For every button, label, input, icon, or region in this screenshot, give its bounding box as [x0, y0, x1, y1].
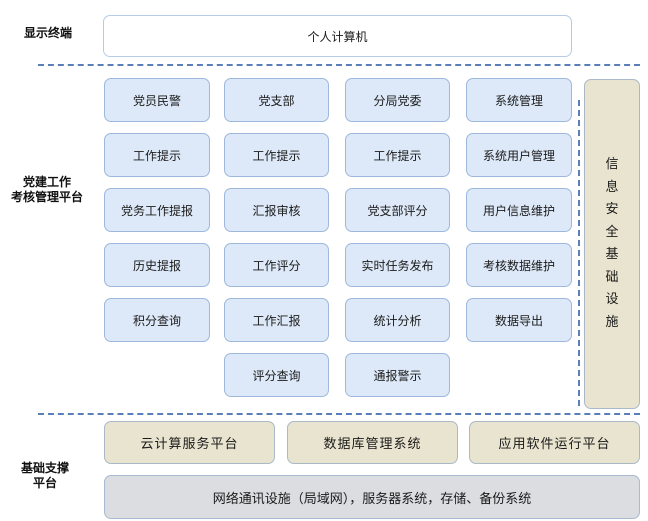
module-box: 数据导出 — [466, 298, 572, 342]
infrastructure-label: 网络通讯设施（局域网），服务器系统，存储、备份系统 — [212, 491, 532, 507]
module-label: 积分查询 — [132, 313, 181, 328]
module-box: 考核数据维护 — [466, 243, 572, 287]
module-box: 实时任务发布 — [345, 243, 450, 287]
divider-vertical — [578, 100, 580, 406]
module-label: 评分查询 — [252, 368, 301, 383]
platform-layer-label: 党建工作 考核管理平台 — [4, 175, 90, 205]
platform-layer-label-line: 党建工作 — [22, 175, 71, 189]
module-box: 积分查询 — [104, 298, 210, 342]
module-label: 党务工作提报 — [120, 203, 193, 218]
module-box: 党务工作提报 — [104, 188, 210, 232]
module-box: 工作提示 — [224, 133, 329, 177]
module-label: 历史提报 — [132, 258, 181, 273]
module-label: 系统用户管理 — [482, 148, 555, 163]
display-layer-label: 显示终端 — [10, 26, 86, 41]
module-label: 分局党委 — [373, 93, 422, 108]
app-runtime-box: 应用软件运行平台 — [469, 421, 640, 464]
module-box: 系统用户管理 — [466, 133, 572, 177]
module-label: 党支部 — [258, 93, 295, 108]
module-box: 历史提报 — [104, 243, 210, 287]
security-char: 息 — [605, 179, 619, 195]
module-box: 统计分析 — [345, 298, 450, 342]
foundation-layer-label-line: 基础支撑 — [20, 461, 69, 475]
module-box: 评分查询 — [224, 353, 329, 397]
security-char: 全 — [605, 224, 619, 240]
module-box: 党员民警 — [104, 78, 210, 122]
service-label: 云计算服务平台 — [140, 437, 239, 452]
module-label: 用户信息维护 — [482, 203, 555, 218]
module-label: 汇报审核 — [252, 203, 301, 218]
service-label: 数据库管理系统 — [323, 437, 422, 452]
divider-bottom — [38, 413, 640, 415]
module-label: 通报警示 — [373, 368, 422, 383]
module-box: 党支部 — [224, 78, 329, 122]
module-label: 实时任务发布 — [361, 258, 434, 273]
module-box: 汇报审核 — [224, 188, 329, 232]
module-label: 工作汇报 — [252, 313, 301, 328]
display-layer-label-line: 显示终端 — [23, 26, 72, 40]
security-char: 施 — [605, 314, 619, 330]
platform-layer-label-line: 考核管理平台 — [10, 190, 83, 204]
service-label: 应用软件运行平台 — [498, 437, 611, 452]
security-infrastructure-box: 信 息 安 全 基 础 设 施 — [584, 79, 640, 409]
terminal-box: 个人计算机 — [103, 15, 572, 57]
divider-top — [38, 64, 640, 66]
terminal-label: 个人计算机 — [307, 29, 368, 44]
infrastructure-box: 网络通讯设施（局域网），服务器系统，存储、备份系统 — [104, 475, 640, 519]
module-box: 工作汇报 — [224, 298, 329, 342]
security-char: 设 — [605, 292, 619, 307]
module-label: 党员民警 — [132, 93, 181, 108]
security-char: 信 — [605, 157, 619, 172]
cloud-service-box: 云计算服务平台 — [104, 421, 275, 464]
module-box: 工作提示 — [104, 133, 210, 177]
module-box: 工作评分 — [224, 243, 329, 287]
module-box: 用户信息维护 — [466, 188, 572, 232]
module-label: 数据导出 — [494, 313, 543, 328]
module-label: 统计分析 — [373, 313, 422, 328]
module-box: 系统管理 — [466, 78, 572, 122]
module-label: 工作提示 — [132, 148, 181, 163]
module-label: 工作提示 — [252, 148, 301, 163]
foundation-layer-label-line: 平台 — [32, 476, 57, 490]
module-label: 考核数据维护 — [482, 258, 555, 273]
module-label: 工作提示 — [373, 148, 422, 163]
security-char: 础 — [605, 269, 619, 285]
module-box: 分局党委 — [345, 78, 450, 122]
security-char: 安 — [605, 202, 619, 217]
module-box: 工作提示 — [345, 133, 450, 177]
security-char: 基 — [605, 247, 619, 262]
module-box: 通报警示 — [345, 353, 450, 397]
database-system-box: 数据库管理系统 — [287, 421, 458, 464]
module-label: 工作评分 — [252, 258, 301, 273]
module-label: 系统管理 — [494, 93, 543, 108]
module-label: 党支部评分 — [367, 203, 428, 218]
module-box: 党支部评分 — [345, 188, 450, 232]
foundation-layer-label: 基础支撑 平台 — [10, 461, 80, 491]
